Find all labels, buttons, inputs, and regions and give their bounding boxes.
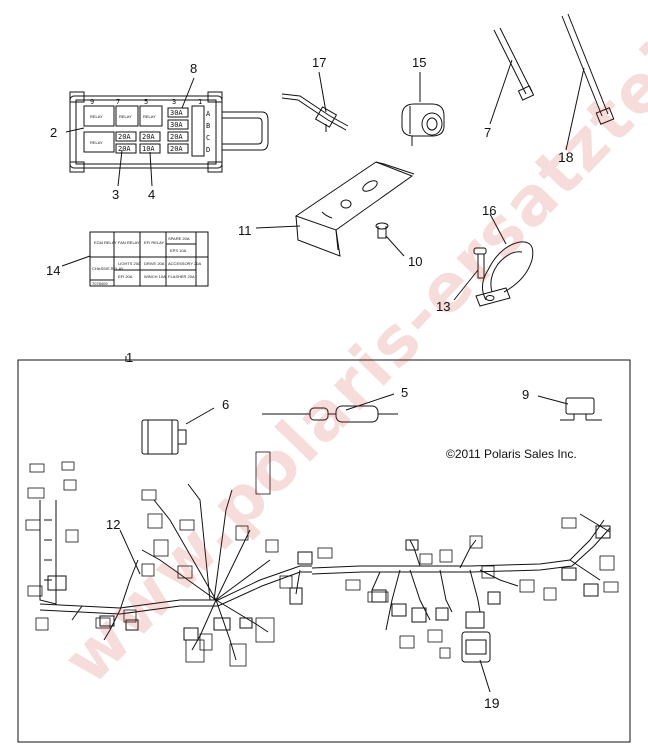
fuse-box-side-a: A [206,110,211,118]
fuse-table-text: ECM RELAY FAN RELAY EFI RELAY SPARE 20A … [92,236,202,286]
fuse-rating-2: 30A [170,121,183,129]
callout-4: 4 [148,187,156,202]
inline-fuse-5 [262,405,398,423]
callout-18: 18 [558,149,574,165]
cable-tie-short [493,27,535,101]
callout-5: 5 [401,385,409,400]
fuse-box-side-d: D [206,146,210,154]
callout-3: 3 [112,187,120,202]
table-winch: WINCH 10A [144,274,166,279]
table-flasher: FLASHER 20A [168,274,195,279]
fuse-box-marker-7: 7 [116,98,120,106]
fuse-box [69,91,269,173]
fuse-box-side-b: B [206,122,210,130]
fuse-box-marker-3: 3 [172,98,176,106]
callout-15: 15 [412,55,427,70]
relay-label-2: RELAY [90,140,103,145]
fuse-rating-4: 20A [142,133,155,141]
fuse-rating-5: 20A [170,133,183,141]
callout-2: 2 [50,125,58,140]
fuse-box-marker-5: 5 [144,98,148,106]
callout-14: 14 [46,263,61,278]
callout-16: 16 [482,203,497,218]
table-accessory: ACCESSORY 20A [168,261,202,266]
screw [375,222,389,239]
wire-tags [25,451,619,667]
connector-6 [141,419,187,455]
callout-12: 12 [106,517,121,532]
relay-label-3: RELAY [119,114,132,119]
fuse-table-decal [89,231,209,287]
table-efi: EFI 20A [118,274,133,279]
table-ecm-relay: ECM RELAY [94,240,117,245]
table-efi-relay: EFI RELAY [144,240,164,245]
callout-17: 17 [312,55,327,70]
table-spare: SPARE 20A [168,236,190,241]
fuse-rating-3: 20A [118,133,131,141]
callout-11: 11 [238,223,252,238]
fuse-box-marker-1: 1 [198,98,202,106]
callout-6: 6 [222,397,230,412]
table-fan-relay: FAN RELAY [118,240,140,245]
p-clamp [475,241,534,307]
callout-9: 9 [522,387,530,402]
table-eps: EPS 10A [170,248,187,253]
fuse-box-side-c: C [206,134,210,142]
table-drive: DRIVE 20A [144,261,165,266]
callout-13: 13 [436,299,451,314]
callout-10: 10 [408,254,423,269]
relay-label-1: RELAY [90,114,103,119]
tie-strap-clip [281,93,349,132]
copyright-notice: ©2011 Polaris Sales Inc. [446,447,577,461]
fuse-rating-6: 20A [118,145,131,153]
wiring-harness [39,483,611,663]
table-lights: LIGHTS 20A [118,261,141,266]
fuse-box-marker-9: 9 [90,98,94,106]
relay-label-4: RELAY [143,114,156,119]
fuse-box-text: 9 7 5 3 1 A B C D RELAY RELAY RELAY RELA… [90,98,211,154]
callout-7: 7 [484,125,492,140]
bolt [473,247,487,279]
mounting-bracket [294,161,415,257]
mini-fuse-9 [560,397,602,421]
callout-8: 8 [190,61,198,76]
table-part-number: 7078409 [92,281,108,286]
harness-frame [17,359,631,743]
callout-19: 19 [484,695,500,711]
fuse-rating-1: 30A [170,109,183,117]
cable-tie-long [561,13,615,125]
table-chassis-relay: CHASSIS RELAY [92,266,124,271]
fuse-rating-8: 20A [170,145,183,153]
clip-part [401,103,445,146]
callout-1: 1 [126,350,134,365]
fuse-rating-7: 10A [142,145,155,153]
